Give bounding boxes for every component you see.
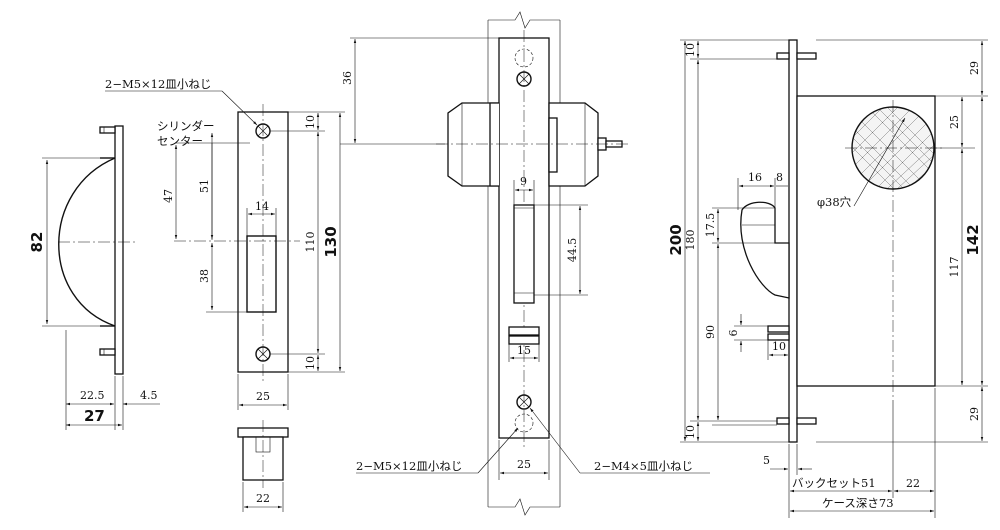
dim-10-b: 10 <box>304 356 317 370</box>
strike-side-view: 82 22.5 4.5 27 <box>28 125 160 430</box>
dim-10-a: 10 <box>304 115 317 129</box>
dim-180: 180 <box>684 230 697 251</box>
label-hole: φ38穴 <box>817 195 852 209</box>
front-plate-view: 36 9 44.5 15 25 2−M5×12皿小ねじ 2−M4×5皿小ねじ <box>340 11 710 516</box>
dim-4-5: 4.5 <box>140 389 158 402</box>
dim-25-a: 25 <box>256 390 270 403</box>
dim-22-b: 22 <box>906 477 920 490</box>
dim-44-5: 44.5 <box>566 238 579 263</box>
dim-22-a: 22 <box>256 492 270 505</box>
dim-10-c: 10 <box>684 43 697 57</box>
dim-82: 82 <box>28 232 46 253</box>
dim-47: 47 <box>162 189 175 203</box>
dim-10-e: 10 <box>772 340 786 353</box>
dim-130: 130 <box>322 226 340 257</box>
dim-142: 142 <box>964 224 982 255</box>
dim-5: 5 <box>763 454 770 467</box>
dim-38: 38 <box>198 269 211 283</box>
dim-200: 200 <box>667 224 685 255</box>
dim-29-b: 29 <box>968 407 981 421</box>
dim-9: 9 <box>520 175 527 188</box>
dim-25-c: 25 <box>948 115 961 129</box>
label-screw-bottom-right: 2−M4×5皿小ねじ <box>594 459 693 473</box>
label-backset: バックセット51 <box>792 476 876 490</box>
label-cylinder-center-2: センター <box>157 134 203 148</box>
dim-8: 8 <box>776 171 783 184</box>
dim-27: 27 <box>84 407 105 425</box>
dim-51: 51 <box>198 179 211 193</box>
dim-36: 36 <box>341 71 354 85</box>
strike-bottom-view: 22 <box>237 420 289 512</box>
dim-16: 16 <box>748 171 762 184</box>
strike-front-view: シリンダー センター 2−M5×12皿小ねじ 47 51 38 14 10 10… <box>105 77 345 410</box>
label-case-depth: ケース深さ73 <box>822 496 894 510</box>
dim-6: 6 <box>727 330 740 337</box>
dim-29-a: 29 <box>968 61 981 75</box>
dim-15: 15 <box>517 344 531 357</box>
dim-14: 14 <box>255 200 269 213</box>
label-screw-bottom-mid: 2−M5×12皿小ねじ <box>356 459 462 473</box>
dim-22-5: 22.5 <box>80 389 105 402</box>
label-screw-top-left: 2−M5×12皿小ねじ <box>105 77 211 91</box>
dim-25-b: 25 <box>517 458 531 471</box>
dim-117: 117 <box>948 257 961 278</box>
dim-17-5: 17.5 <box>704 213 717 238</box>
label-cylinder-center-1: シリンダー <box>157 119 215 133</box>
dim-90: 90 <box>704 325 717 339</box>
dim-10-d: 10 <box>684 425 697 439</box>
lock-case-side-view: φ38穴 10 180 10 200 16 8 17.5 <box>667 39 988 518</box>
dim-110: 110 <box>304 232 317 253</box>
